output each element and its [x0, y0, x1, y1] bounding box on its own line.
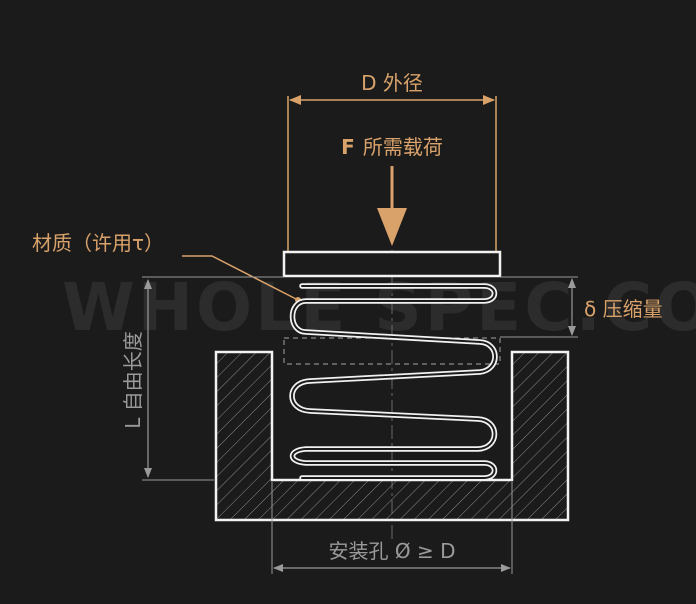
top-plate: [282, 250, 502, 278]
watermark-text: WHOLE SPEC.CO: [62, 269, 696, 346]
force-label: F 所需载荷: [341, 135, 443, 159]
compression-label: δ 压缩量: [584, 297, 663, 321]
force-arrowhead: [377, 208, 407, 246]
force-text: 所需载荷: [363, 135, 443, 159]
outer-diameter-label: D 外径: [361, 71, 423, 95]
force-letter: F: [341, 135, 355, 159]
mount-hole-label: 安装孔 Ø ≥ D: [329, 539, 456, 563]
material-label: 材质（许用τ）: [32, 231, 164, 255]
material-leader: [182, 255, 299, 301]
free-length-label: L 自由长度: [121, 331, 145, 429]
mounting-base: [214, 350, 570, 522]
spring-coil-core: [291, 285, 496, 479]
compression-spring: [289, 283, 498, 481]
